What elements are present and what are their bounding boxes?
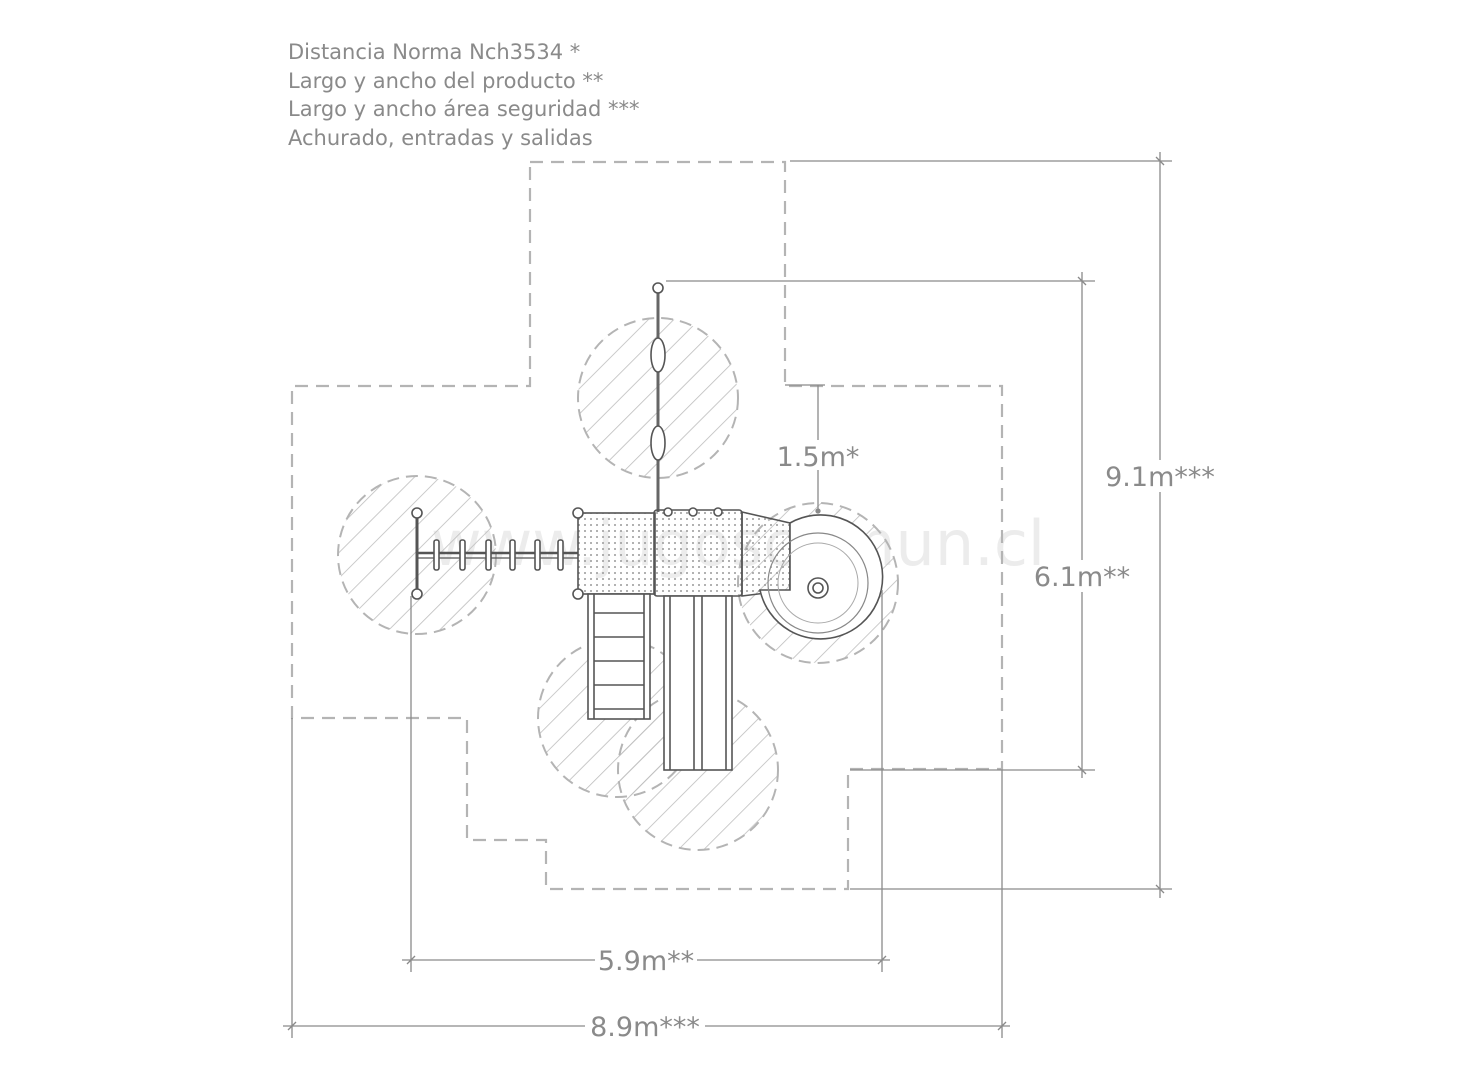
ladder: [587, 593, 651, 720]
rope-top-knob: [652, 282, 664, 294]
tower-roof: [653, 509, 743, 597]
platform-left: [577, 512, 656, 595]
tunnel: [741, 510, 791, 597]
spiral-slide: [759, 514, 884, 640]
product-height-label: 6.1m**: [1034, 562, 1130, 593]
rope-knot-lower: [650, 425, 666, 461]
product-width-label: 5.9m**: [598, 946, 694, 977]
legend-standard-distance: Distancia Norma Nch3534 *: [288, 40, 581, 64]
safety-width-label: 8.9m***: [590, 1012, 700, 1043]
clearance-label: 1.5m*: [777, 442, 860, 473]
monkey-bars: [411, 507, 578, 600]
rope-knot-upper: [650, 337, 666, 373]
safety-area-outline: [290, 160, 1004, 891]
legend-product-size: Largo y ancho del producto **: [288, 68, 604, 93]
legend-hatching: Achurado, entradas y salidas: [288, 125, 593, 150]
legend-safety-area: Largo y ancho área seguridad ***: [288, 97, 640, 121]
safety-height-label: 9.1m***: [1105, 462, 1215, 493]
playground-equipment: [411, 282, 884, 771]
dimension-lines: [283, 152, 1172, 1038]
legend: Distancia Norma Nch3534 * Largo y ancho …: [288, 38, 640, 152]
straight-slide: [663, 595, 733, 771]
